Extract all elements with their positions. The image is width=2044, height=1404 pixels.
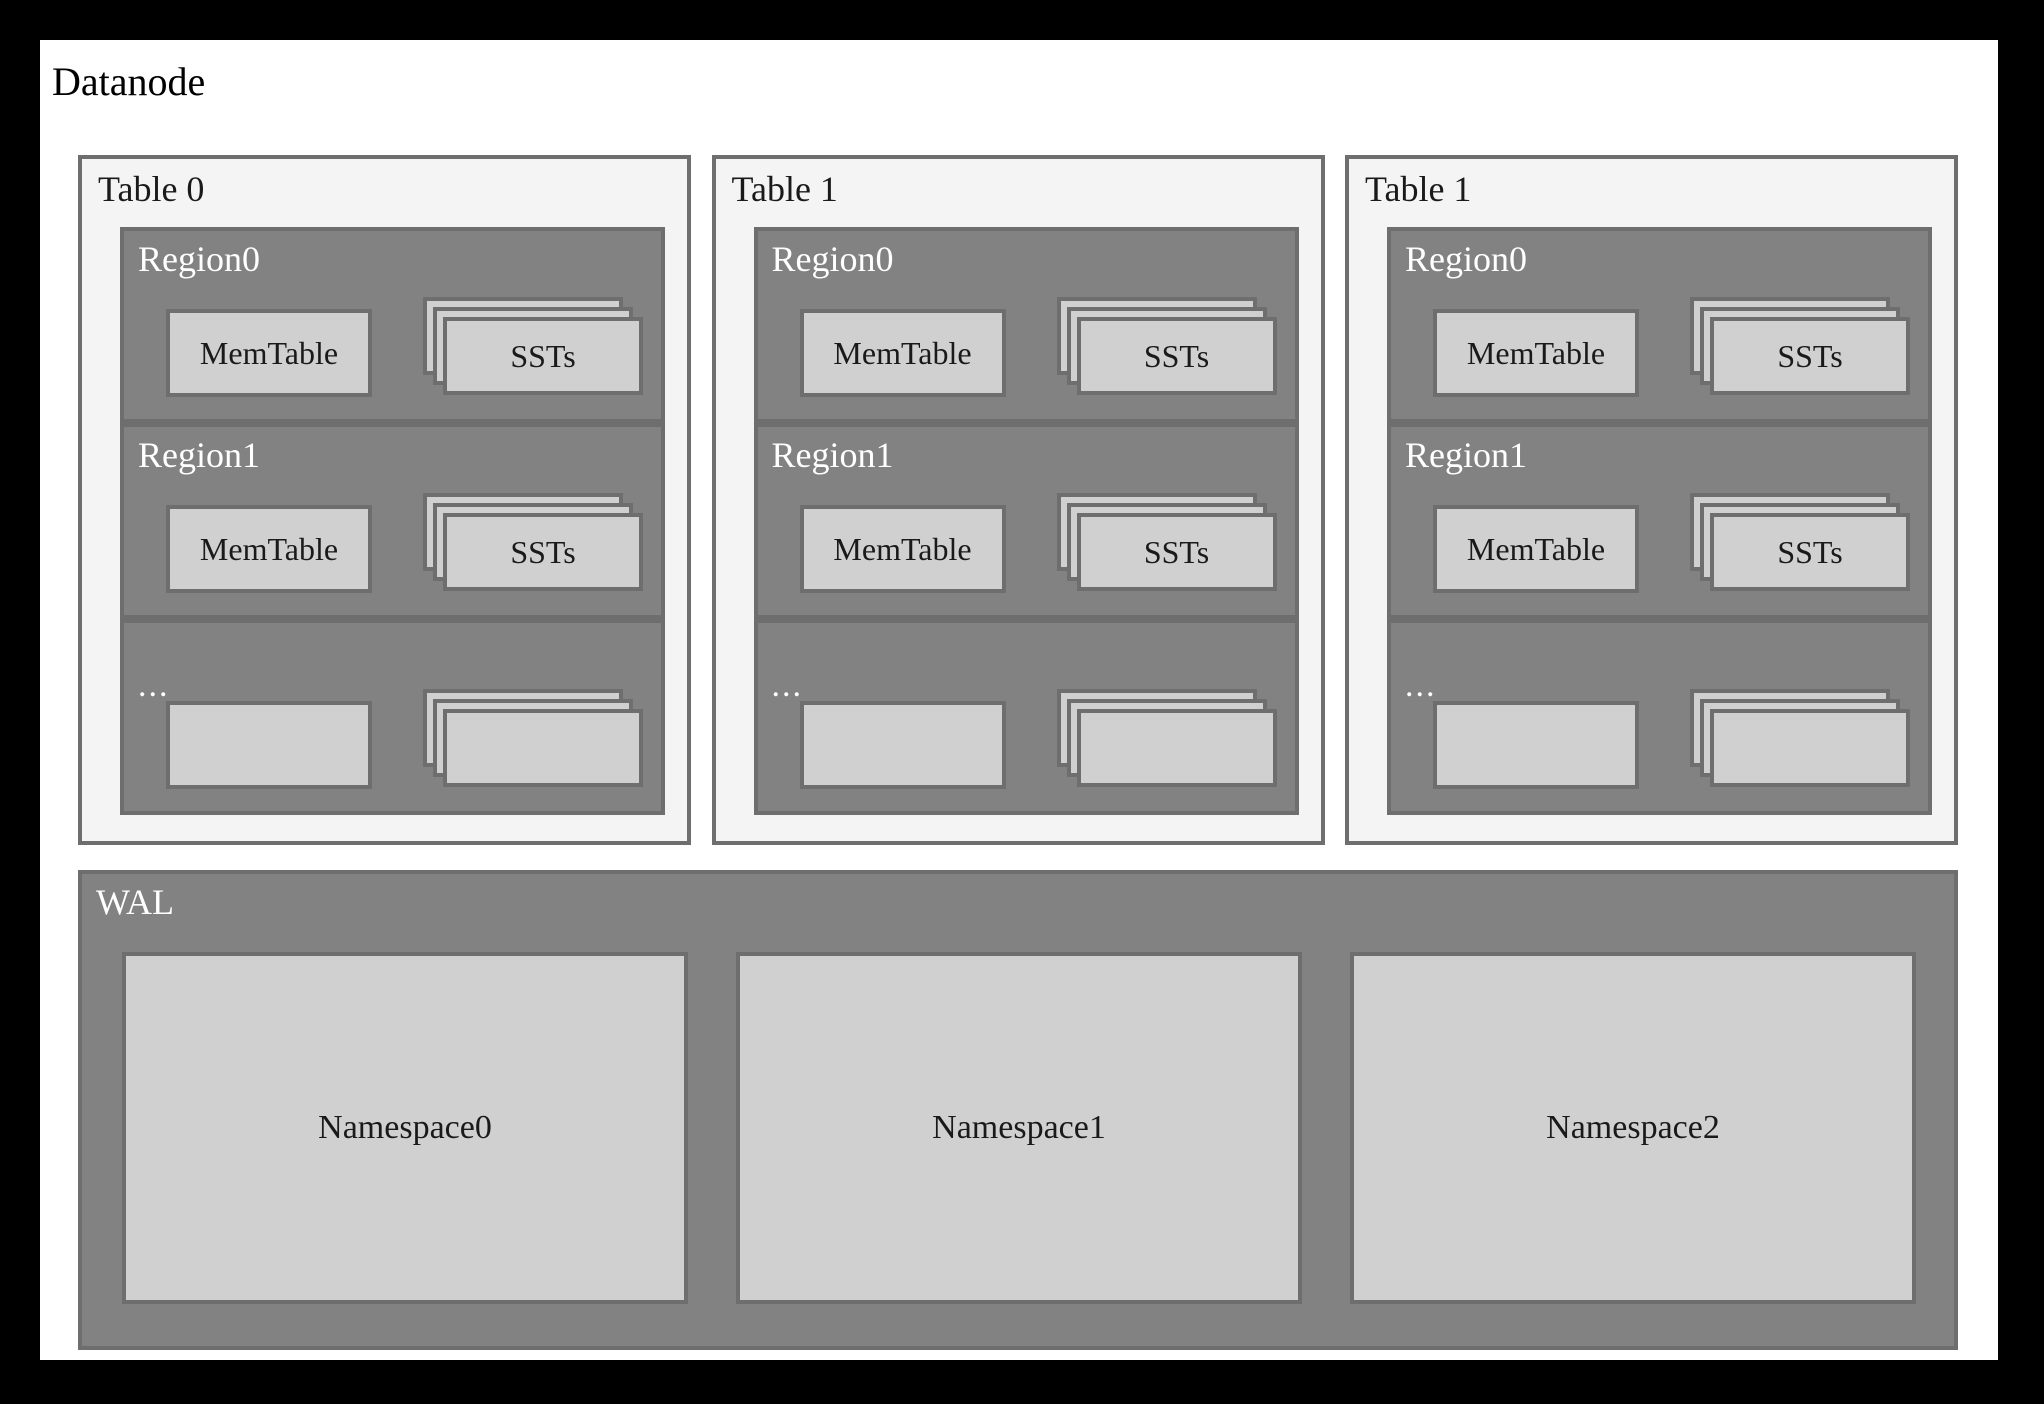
memtable-card-placeholder[interactable]: [799, 701, 1006, 789]
memtable-card[interactable]: MemTable: [166, 505, 372, 593]
region-body: [799, 689, 1279, 789]
table-label: Table 0: [98, 169, 205, 209]
region-body: MemTable SSTs: [799, 493, 1279, 593]
sst-sheet-front: SSTs: [1710, 513, 1910, 591]
sst-stack-placeholder[interactable]: [1056, 689, 1279, 789]
wal-panel[interactable]: WAL Namespace0 Namespace1 Namespace2: [78, 870, 1958, 1350]
ellipsis-label: ...: [1405, 667, 1437, 704]
memtable-card-placeholder[interactable]: [166, 701, 372, 789]
memtable-card[interactable]: MemTable: [166, 309, 372, 397]
region-body: [1433, 689, 1912, 789]
namespace-box[interactable]: Namespace2: [1350, 952, 1916, 1304]
region-label: Region0: [1405, 239, 1527, 279]
table-panel-2[interactable]: Table 1 Region0 MemTable SSTs Region1: [1345, 155, 1958, 845]
sst-sheet-front: [1710, 709, 1910, 787]
sst-sheet-front: SSTs: [443, 317, 643, 395]
sst-sheet-front: SSTs: [1710, 317, 1910, 395]
region-box[interactable]: Region1 MemTable SSTs: [1387, 423, 1932, 619]
region-list: Region0 MemTable SSTs Region1 MemTable: [753, 227, 1299, 815]
sst-stack-placeholder[interactable]: [423, 689, 645, 789]
ellipsis-label: ...: [771, 667, 803, 704]
region-box[interactable]: Region1 MemTable SSTs: [120, 423, 665, 619]
table-label: Table 1: [731, 169, 838, 209]
sst-sheet-front: [1076, 709, 1277, 787]
region-list: Region0 MemTable SSTs Region1 MemTable: [1387, 227, 1932, 815]
memtable-card-placeholder[interactable]: [1433, 701, 1639, 789]
namespace-box[interactable]: Namespace0: [122, 952, 688, 1304]
region-label: Region1: [138, 435, 260, 475]
sst-stack[interactable]: SSTs: [423, 297, 645, 397]
memtable-card[interactable]: MemTable: [799, 309, 1006, 397]
datanode-frame: Datanode Table 0 Region0 MemTable SSTs: [40, 40, 1998, 1360]
region-body: [166, 689, 645, 789]
memtable-card[interactable]: MemTable: [1433, 505, 1639, 593]
region-body: MemTable SSTs: [166, 493, 645, 593]
ellipsis-label: ...: [138, 667, 170, 704]
region-box-more[interactable]: ...: [120, 619, 665, 815]
sst-sheet-front: SSTs: [1076, 317, 1277, 395]
sst-sheet-front: SSTs: [1076, 513, 1277, 591]
memtable-card[interactable]: MemTable: [1433, 309, 1639, 397]
namespace-list: Namespace0 Namespace1 Namespace2: [122, 952, 1916, 1304]
region-body: MemTable SSTs: [1433, 493, 1912, 593]
sst-stack-placeholder[interactable]: [1690, 689, 1912, 789]
sst-stack[interactable]: SSTs: [1056, 297, 1279, 397]
table-panel-1[interactable]: Table 1 Region0 MemTable SSTs Region1: [711, 155, 1325, 845]
sst-stack[interactable]: SSTs: [1056, 493, 1279, 593]
table-label: Table 1: [1365, 169, 1472, 209]
page-title: Datanode: [52, 59, 206, 104]
region-label: Region1: [1405, 435, 1527, 475]
region-label: Region0: [771, 239, 894, 279]
region-body: MemTable SSTs: [1433, 297, 1912, 397]
region-box[interactable]: Region0 MemTable SSTs: [120, 227, 665, 423]
region-label: Region1: [771, 435, 894, 475]
region-label: Region0: [138, 239, 260, 279]
table-panel-0[interactable]: Table 0 Region0 MemTable SSTs Region1: [78, 155, 691, 845]
wal-label: WAL: [96, 882, 174, 922]
region-box[interactable]: Region0 MemTable SSTs: [1387, 227, 1932, 423]
region-box-more[interactable]: ...: [753, 619, 1299, 815]
sst-stack[interactable]: SSTs: [423, 493, 645, 593]
sst-stack[interactable]: SSTs: [1690, 493, 1912, 593]
sst-sheet-front: [443, 709, 643, 787]
sst-sheet-front: SSTs: [443, 513, 643, 591]
region-body: MemTable SSTs: [799, 297, 1279, 397]
region-list: Region0 MemTable SSTs Region1 MemTable: [120, 227, 665, 815]
region-box[interactable]: Region1 MemTable SSTs: [753, 423, 1299, 619]
region-body: MemTable SSTs: [166, 297, 645, 397]
sst-stack[interactable]: SSTs: [1690, 297, 1912, 397]
tables-row: Table 0 Region0 MemTable SSTs Region1: [78, 155, 1958, 845]
namespace-box[interactable]: Namespace1: [736, 952, 1302, 1304]
region-box-more[interactable]: ...: [1387, 619, 1932, 815]
memtable-card[interactable]: MemTable: [799, 505, 1006, 593]
region-box[interactable]: Region0 MemTable SSTs: [753, 227, 1299, 423]
